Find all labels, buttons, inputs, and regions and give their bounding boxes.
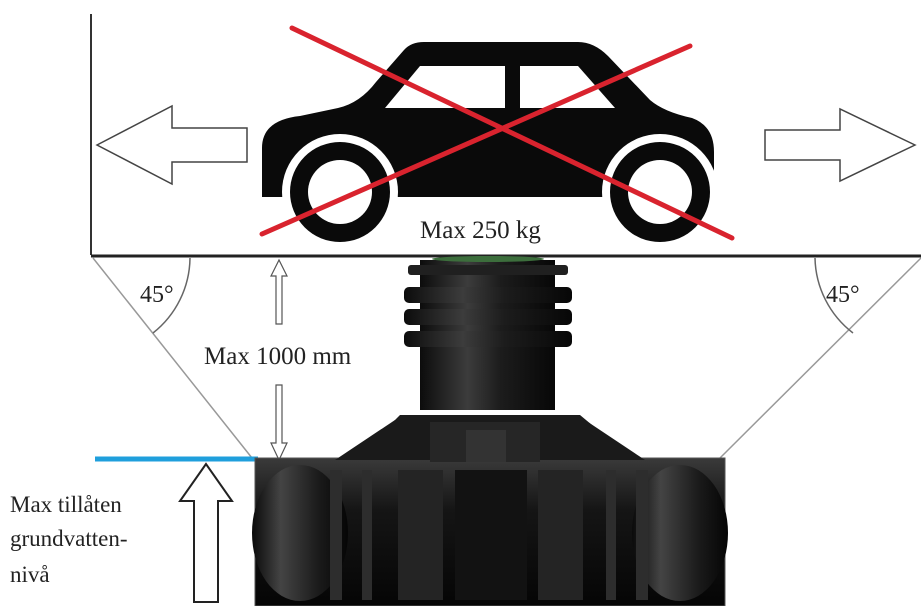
right-45-degree-line [719,257,921,459]
left-hollow-arrow-icon [95,104,248,186]
left-45-degree-line [92,257,253,459]
right-hollow-arrow-icon [764,107,917,183]
left-angle-arc [152,257,191,334]
right-angle-label: 45° [826,282,860,308]
groundwater-label-line2: grundvatten- [10,526,128,551]
depth-down-arrow-icon [270,384,288,462]
tank-body [252,415,728,607]
left-angle-label: 45° [140,282,174,308]
prohibition-cross-icon [259,25,735,241]
right-angle-arc [814,257,854,334]
tank-neck [404,256,572,410]
groundwater-up-arrow-icon [178,462,234,603]
max-load-label: Max 250 kg [420,217,541,244]
max-depth-label: Max 1000 mm [204,343,352,370]
groundwater-label-line1: Max tillåten [10,492,122,517]
depth-up-arrow-icon [270,258,288,325]
groundwater-label-line3: nivå [10,562,50,587]
